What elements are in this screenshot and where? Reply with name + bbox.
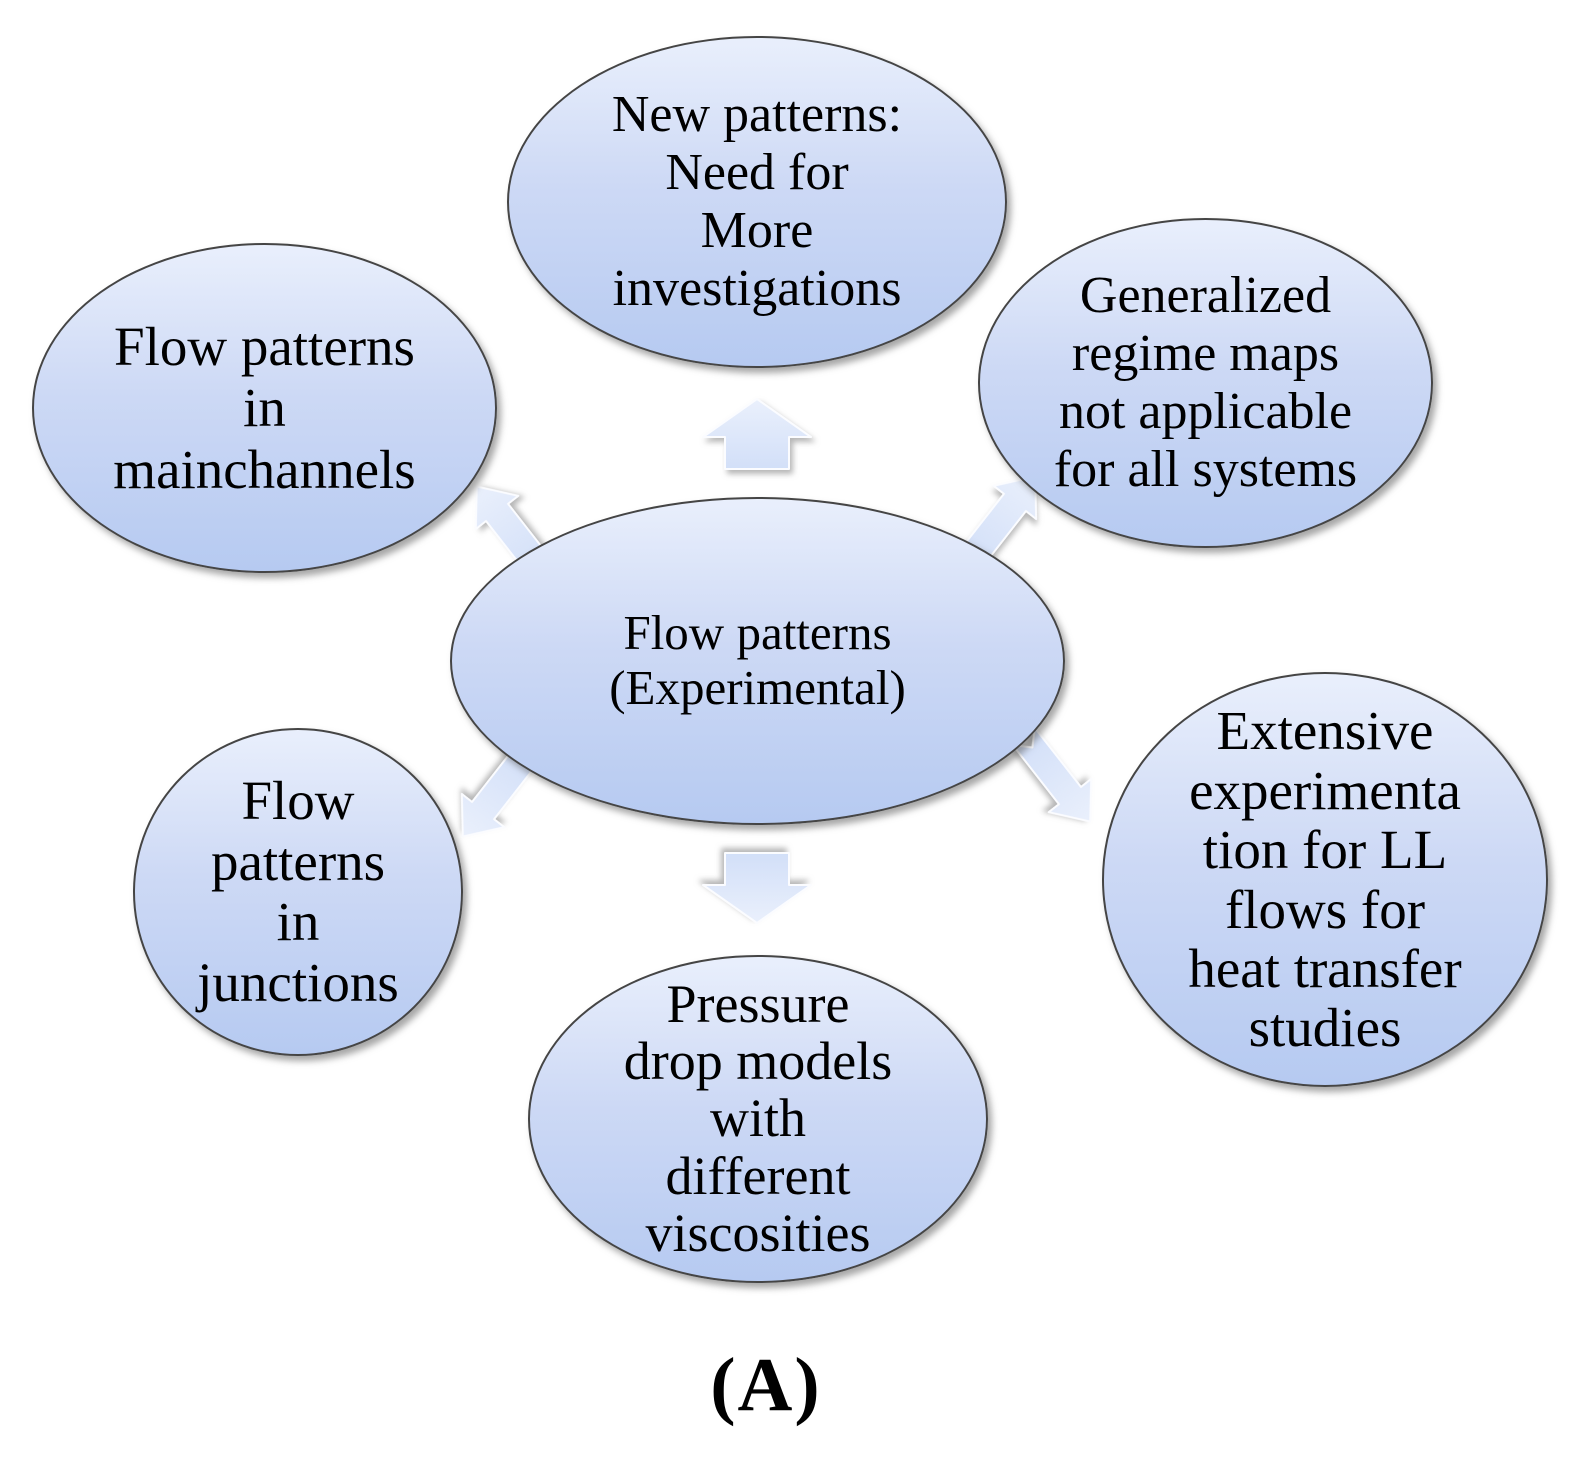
node-label: Flow patterns (Experimental) bbox=[609, 605, 906, 715]
down-arrow-icon bbox=[702, 852, 812, 924]
node-label: Extensive experimenta tion for LL flows … bbox=[1188, 700, 1462, 1059]
node-label: Pressure drop models with different visc… bbox=[623, 973, 893, 1263]
node-generalized-regime-maps: Generalized regime maps not applicable f… bbox=[978, 218, 1433, 548]
node-label: Flow patterns in mainchannels bbox=[113, 315, 416, 500]
node-flow-patterns-mainchannels: Flow patterns in mainchannels bbox=[32, 243, 497, 573]
node-pressure-drop-models: Pressure drop models with different visc… bbox=[528, 955, 988, 1283]
up-arrow-icon bbox=[702, 398, 812, 470]
lower-right-arrow-icon bbox=[1011, 726, 1093, 823]
node-label: Flow patterns in junctions bbox=[197, 770, 399, 1013]
node-new-patterns: New patterns: Need for More investigatio… bbox=[507, 36, 1007, 368]
node-label: Generalized regime maps not applicable f… bbox=[1053, 266, 1358, 499]
node-flow-patterns-experimental: Flow patterns (Experimental) bbox=[450, 497, 1065, 825]
node-extensive-experimentation: Extensive experimenta tion for LL flows … bbox=[1102, 672, 1548, 1087]
node-label: New patterns: Need for More investigatio… bbox=[611, 85, 903, 318]
node-flow-patterns-junctions: Flow patterns in junctions bbox=[133, 728, 463, 1056]
figure-caption: (A) bbox=[710, 1343, 822, 1427]
